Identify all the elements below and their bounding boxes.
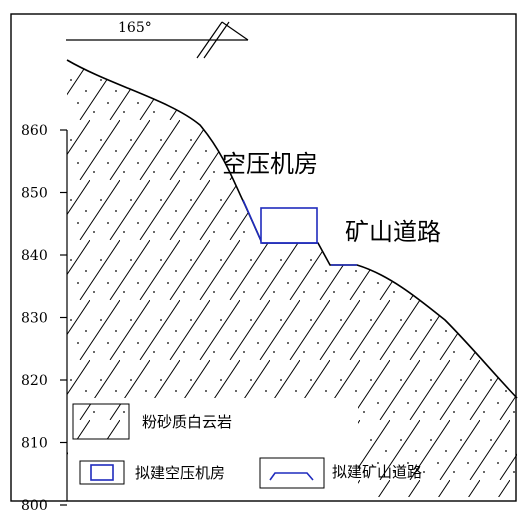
legend-item-compressor-room: 拟建空压机房 [79, 460, 225, 485]
planned-compressor-room [260, 207, 318, 244]
tick-label: 830 [21, 311, 48, 327]
legend-label-rock: 粉砂质白云岩 [142, 413, 232, 431]
tick-label: 820 [21, 373, 48, 389]
legend-item-rock: 粉砂质白云岩 [72, 403, 232, 440]
planned-slope-cut [242, 199, 263, 244]
rock-mass [67, 60, 517, 497]
compressor-room-swatch [90, 464, 114, 481]
azimuth-label: 165° [118, 20, 152, 36]
legend-label-compressor-room: 拟建空压机房 [135, 464, 225, 482]
mine-road-label: 矿山道路 [345, 218, 441, 246]
tick-label: 850 [21, 186, 48, 202]
hatch-swatch [72, 403, 130, 440]
tick-label: 840 [21, 248, 48, 264]
axis-ticks: 860 850 840 830 820 810 800 [21, 123, 67, 514]
tick-label: 810 [21, 436, 48, 452]
legend: 粉砂质白云岩 拟建空压机房 拟建矿山道路 [68, 398, 422, 500]
orientation-indicator: 165° [66, 20, 249, 59]
tick-label: 800 [21, 498, 48, 514]
north-arrow-icon [196, 21, 249, 59]
tick-label: 860 [21, 123, 48, 139]
elevation-axis: 860 850 840 830 820 810 800 [21, 123, 68, 514]
legend-item-mine-road: 拟建矿山道路 [259, 457, 422, 489]
mine-road-swatch [269, 472, 314, 481]
legend-label-mine-road: 拟建矿山道路 [332, 463, 422, 481]
figure-frame [10, 13, 517, 502]
compressor-room-label: 空压机房 [222, 150, 318, 178]
